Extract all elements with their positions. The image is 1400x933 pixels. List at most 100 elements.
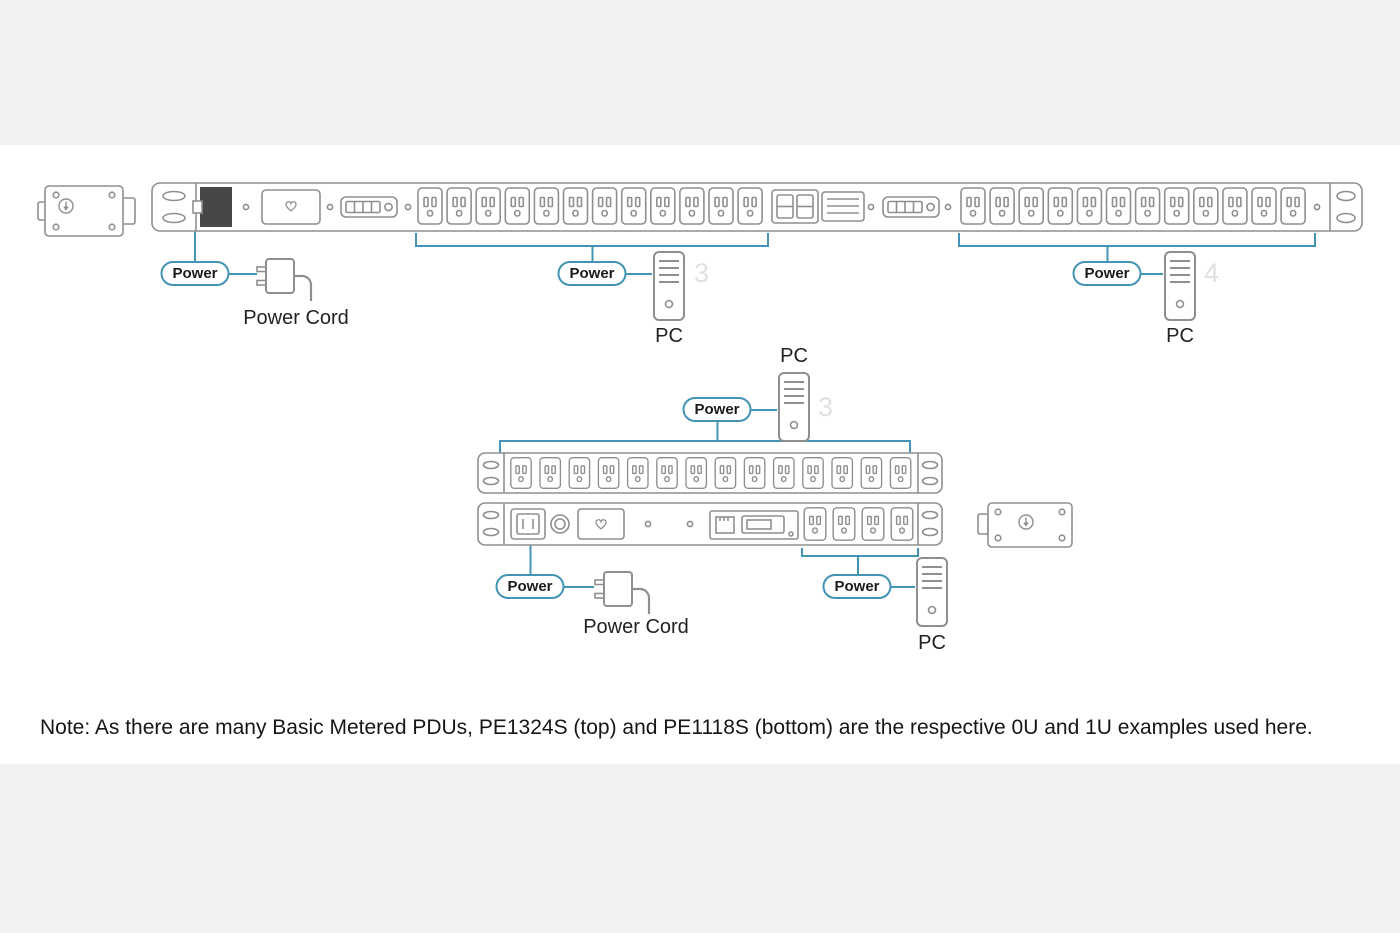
logo-module [261,189,321,225]
lan-meter-module [709,510,799,540]
screw-icon [644,520,652,528]
mounting-slot [482,476,500,486]
mounting-slot [921,460,939,470]
mounting-slot [1336,212,1356,224]
power-outlet [417,187,443,225]
mounting-slot [482,527,500,537]
power-outlet [772,456,795,490]
pdu-1u-outlet-row [477,452,943,494]
power-outlet [737,187,763,225]
power-outlet [679,187,705,225]
mounting-slot [482,460,500,470]
power-outlet [860,456,883,490]
power-cord-plug-icon [255,257,313,303]
power-label-pill: Power [1072,261,1142,287]
power-outlet [591,187,618,225]
power-outlet [1105,187,1132,225]
screw-icon [686,520,694,528]
power-outlet [562,187,589,225]
screw-icon [1313,203,1321,211]
power-outlet [1251,187,1277,225]
power-outlet [889,456,912,490]
power-outlet [504,187,531,225]
power-outlet [1076,187,1103,225]
power-outlet [685,456,708,490]
screw-icon [242,203,250,211]
ac-inlet [510,508,546,540]
power-inlet-block [200,187,232,227]
power-outlet [539,456,562,490]
pc-tower-icon [653,251,685,321]
power-outlet [832,507,856,541]
screw-icon [404,203,412,211]
mounting-slot [921,476,939,486]
screw-icon [52,223,60,231]
screw-icon [1058,534,1066,542]
screw-icon [326,203,334,211]
power-outlet [626,456,649,490]
power-outlet [1047,187,1074,225]
power-label-pill: Power [495,574,565,600]
power-outlet [649,187,676,225]
reset-button-icon [788,531,794,537]
power-outlet [656,456,678,490]
power-outlet [802,456,824,490]
power-outlet [960,187,986,225]
pc-label: PC [780,345,808,367]
power-outlet [861,507,885,541]
screw-icon [867,203,875,211]
screw-icon [994,534,1002,542]
power-outlet [1280,187,1306,225]
power-outlet [714,456,737,490]
pc-tower-icon [1164,251,1196,321]
pdu-0u-top [151,182,1363,232]
mounting-slot [162,212,186,224]
circuit-breaker-button [550,514,570,534]
power-outlet [803,507,827,541]
power-outlet [831,456,854,490]
grounding-terminal-left [37,185,136,237]
power-outlet [510,456,532,490]
meter-display [741,515,785,534]
power-outlet [533,187,560,225]
pc-label: PC [1166,325,1194,347]
mounting-slot [1336,190,1356,202]
meter-connector-icon [340,196,398,218]
power-label-pill: Power [160,261,230,287]
mounting-slot [162,190,186,202]
power-label-pill: Power [557,261,627,287]
power-cord-label: Power Cord [583,616,689,638]
power-outlet [708,187,734,225]
power-outlet [597,456,620,490]
pc-tower-icon [778,372,810,442]
lan-port-icon [715,516,735,534]
power-outlet [475,187,502,225]
screw-icon [994,508,1002,516]
mounting-slot [482,510,500,520]
power-outlet [446,187,472,225]
step-number: 3 [818,392,834,422]
power-outlet [989,187,1015,225]
screw-icon [52,191,60,199]
note-text: Note: As there are many Basic Metered PD… [40,716,1313,739]
power-outlet [1134,187,1161,225]
power-label-pill: Power [682,397,752,423]
screw-icon [108,223,116,231]
power-outlet [1222,187,1248,225]
power-cord-label: Power Cord [243,307,349,329]
power-outlet [1163,187,1190,225]
circuit-breaker-module [771,189,819,224]
power-cord-plug-icon [593,570,651,616]
mounting-slot [921,510,939,520]
screw-icon [1058,508,1066,516]
power-outlet [568,456,591,490]
power-outlet [1018,187,1044,225]
screw-icon [944,203,952,211]
pdu-1u-main-row [477,502,943,546]
power-outlet [890,507,914,541]
screw-icon [108,191,116,199]
pc-tower-icon [916,557,948,627]
step-number: 4 [1204,258,1220,288]
